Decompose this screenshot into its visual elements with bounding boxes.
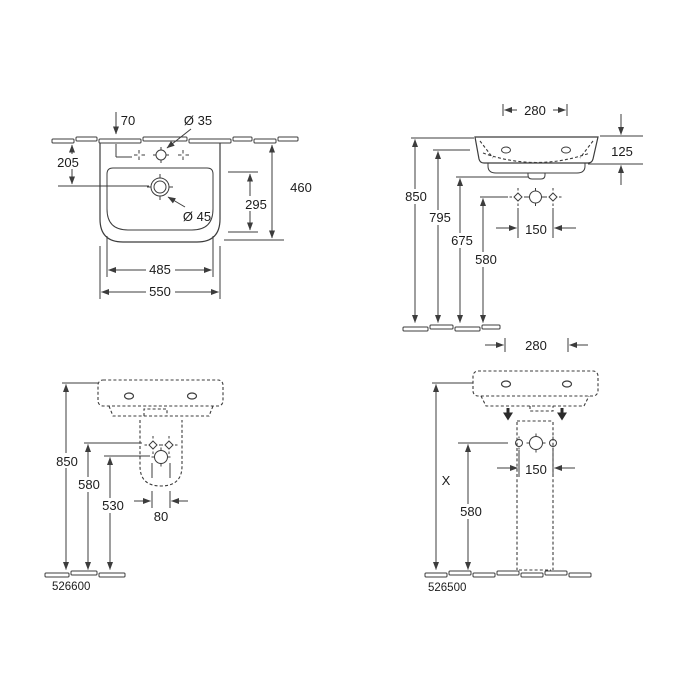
- basin-lip-dashed: [108, 405, 214, 417]
- dim-label-280-front: 280: [525, 338, 547, 353]
- dim-label-485: 485: [149, 262, 171, 277]
- dim-label-205: 205: [57, 155, 79, 170]
- drain-notch-dashed: [529, 406, 554, 412]
- dim-label-580-side: 580: [78, 477, 100, 492]
- dim-label-580-rear: 580: [475, 252, 497, 267]
- dim-label-280-rear: 280: [524, 103, 546, 118]
- drain-outlet-tab: [527, 173, 546, 180]
- dim-125: 125: [588, 114, 643, 185]
- dim-label-460: 460: [290, 180, 312, 195]
- view-front-pedestal: 280 150: [424, 338, 599, 594]
- product-code-526500: 526500: [428, 582, 466, 594]
- basin-outline: [99, 143, 221, 243]
- dim-150-rear: 150: [496, 208, 576, 238]
- dim-530: 530: [99, 455, 150, 570]
- bowl-interior-dashed: [479, 140, 594, 163]
- tap-hole-right-icon: [178, 150, 189, 160]
- dim-295: 295: [228, 171, 270, 233]
- dim-580-rear: 580: [472, 196, 508, 323]
- dim-label-x: X: [442, 473, 451, 488]
- product-code-526600: 526600: [52, 581, 90, 593]
- floor-hatch-side: [44, 570, 126, 578]
- dim-485: 485: [106, 236, 214, 277]
- fixing-point-left-icon: [515, 436, 523, 450]
- dim-205: 205: [52, 144, 149, 187]
- dim-label-150-front: 150: [525, 462, 547, 477]
- dim-label-580-front: 580: [460, 504, 482, 519]
- mounting-hole-left-icon: [123, 392, 135, 400]
- view-side-siphon: 80 850 580 530 526600: [44, 379, 224, 593]
- dim-tap-diameter: Ø 35: [166, 113, 212, 149]
- wall-hatch: [51, 136, 299, 144]
- fixing-point-center-icon: [526, 433, 546, 453]
- dim-70: 70: [113, 112, 135, 158]
- bowl-outline: [106, 167, 214, 231]
- dim-label-795: 795: [429, 210, 451, 225]
- fixing-point-right-icon: [160, 436, 178, 454]
- floor-hatch-rear: [402, 324, 501, 332]
- dim-label-295: 295: [245, 197, 267, 212]
- drain-icon: [147, 174, 173, 200]
- basin-body: [474, 136, 599, 164]
- drain-notch-dashed: [143, 408, 168, 416]
- tap-hole-center-icon: [153, 147, 169, 163]
- floor-hatch-front: [424, 570, 592, 578]
- dim-label-850-rear: 850: [405, 189, 427, 204]
- drain-pipe-stubs: [151, 463, 171, 478]
- dim-80: 80: [134, 491, 188, 524]
- dim-280-rear: 280: [502, 103, 568, 118]
- tap-hole-left-icon: [134, 150, 145, 160]
- fixing-point-left-icon: [144, 436, 162, 454]
- dim-label-675: 675: [451, 233, 473, 248]
- mounting-hole-right-icon: [561, 380, 573, 388]
- dim-label-dia45: Ø 45: [183, 209, 211, 224]
- dim-label-550: 550: [149, 284, 171, 299]
- dim-label-80: 80: [154, 509, 168, 524]
- mounting-hole-left-icon: [501, 146, 511, 154]
- outlet-icon: [151, 447, 171, 467]
- mounting-hole-right-icon: [186, 392, 198, 400]
- view-rear-elevation: 280 125 150 850 795: [402, 103, 643, 332]
- dim-x: X: [432, 382, 473, 570]
- down-arrow-right-icon: [557, 408, 567, 421]
- dim-150-front: 150: [497, 450, 575, 477]
- dim-795: 795: [426, 149, 470, 323]
- basin-underside: [487, 163, 586, 174]
- mounting-hole-right-icon: [561, 146, 571, 154]
- fixing-point-left-icon: [509, 188, 527, 206]
- dim-label-850-side: 850: [56, 454, 78, 469]
- dim-580-side: 580: [75, 442, 142, 570]
- dim-drain-diameter: Ø 45: [167, 196, 211, 224]
- dim-550: 550: [99, 246, 221, 299]
- dim-label-dia35: Ø 35: [184, 113, 212, 128]
- dim-675: 675: [448, 176, 528, 323]
- dim-label-125: 125: [611, 144, 633, 159]
- view-top-plan: 70 Ø 35 205 460 295: [51, 112, 312, 299]
- down-arrow-left-icon: [503, 408, 513, 421]
- dim-850-rear: 850: [402, 137, 474, 323]
- fixing-point-right-icon: [544, 188, 562, 206]
- dim-280-front: 280: [485, 338, 588, 353]
- basin-lip-dashed: [480, 395, 590, 407]
- pedestal-dashed-outline: [516, 420, 554, 571]
- dim-label-70: 70: [121, 113, 135, 128]
- basin-dashed-outline: [97, 379, 224, 407]
- basin-dashed-outline: [472, 370, 599, 397]
- fixing-point-center-icon: [526, 188, 545, 206]
- fixing-point-right-icon: [549, 436, 557, 450]
- dim-460: 460: [224, 144, 312, 241]
- dim-label-150-rear: 150: [525, 222, 547, 237]
- dim-label-530: 530: [102, 498, 124, 513]
- dim-580-front: 580: [457, 442, 508, 570]
- dim-850-side: 850: [53, 382, 98, 570]
- mounting-hole-left-icon: [500, 380, 512, 388]
- siphon-cover-dashed: [139, 420, 183, 487]
